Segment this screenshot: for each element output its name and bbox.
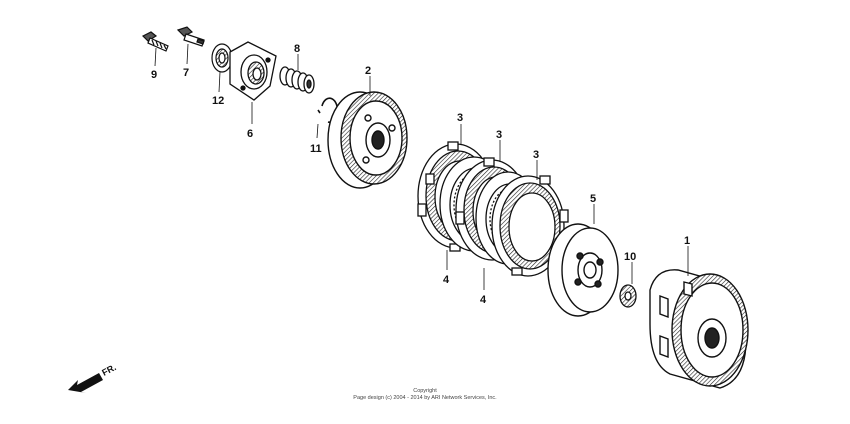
callout-2: 2: [365, 65, 371, 77]
copyright-title: Copyright: [413, 388, 437, 394]
callout-7: 7: [183, 67, 189, 79]
callout-3a: 3: [457, 112, 463, 124]
callout-5: 5: [590, 193, 596, 205]
washer-10-icon[interactable]: [619, 284, 637, 308]
callout-4b: 4: [480, 294, 487, 306]
callout-11: 11: [310, 143, 322, 155]
clutch-center-2-icon[interactable]: [327, 91, 408, 189]
callout-3b: 3: [496, 129, 502, 141]
front-direction-label: FR.: [100, 362, 117, 378]
callout-8: 8: [294, 43, 300, 55]
callout-9: 9: [151, 69, 157, 81]
pressure-plate-5-icon[interactable]: [547, 223, 619, 317]
bolt-9-icon[interactable]: [141, 31, 169, 52]
spring-8-icon[interactable]: [279, 66, 315, 94]
lifter-plate-6-icon[interactable]: [229, 41, 277, 101]
callout-4a: 4: [443, 274, 450, 286]
copyright-text: Page design (c) 2004 - 2014 by ARI Netwo…: [353, 395, 497, 401]
callout-10: 10: [624, 251, 636, 263]
callout-1: 1: [684, 235, 690, 247]
copyright-notice: Copyright Page design (c) 2004 - 2014 by…: [300, 388, 550, 402]
bolt-7-icon[interactable]: [176, 26, 205, 47]
friction-disc-3c-icon[interactable]: [491, 175, 569, 277]
bearing-12-icon[interactable]: [211, 43, 233, 73]
callout-6: 6: [247, 128, 253, 140]
callout-3c: 3: [533, 149, 539, 161]
callout-12: 12: [212, 95, 224, 107]
front-arrow-icon: FR.: [68, 362, 118, 393]
outer-housing-1-icon[interactable]: [649, 269, 749, 389]
